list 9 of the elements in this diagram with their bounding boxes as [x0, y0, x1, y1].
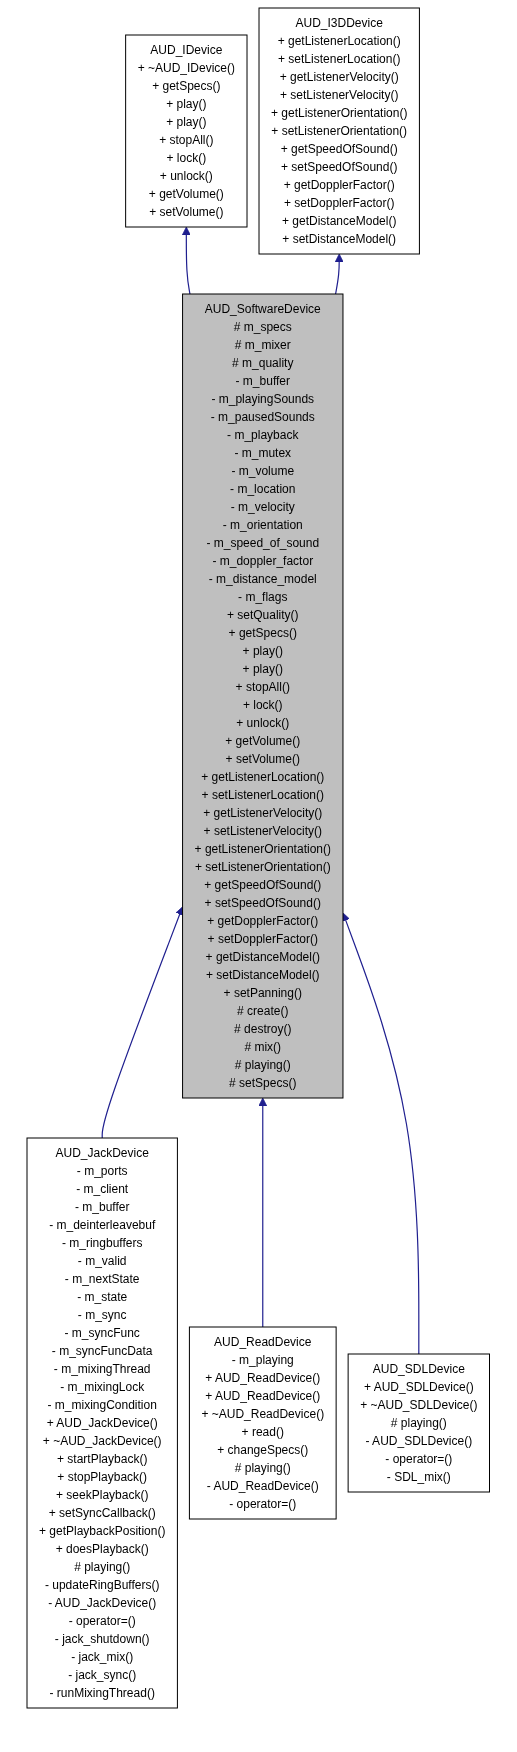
node-box: AUD_ReadDevice - m_playing + AUD_ReadDevice() + AUD_ReadDevice() + ~AUD_ReadDevice() + read() + changeSpecs() # playing() - AUD_ReadDevice() - operator=()	[189, 1326, 337, 1520]
node-box: AUD_IDevice + ~AUD_IDevice() + getSpecs() + play() + play() + stopAll() + lock() + unlock() + getVolume() + setVolume()	[125, 34, 248, 228]
arrow	[182, 226, 191, 295]
node-box: AUD_SDLDevice + AUD_SDLDevice() + ~AUD_SDLDevice() # playing() - AUD_SDLDevice() - operator=() - SDL_mix()	[347, 1353, 491, 1493]
node-box: AUD_I3DDevice + getListenerLocation() + setListenerLocation() + getListenerVelocity() + setListenerVelocity() + getListenerOrientation() + setListenerOrientation() + getSpeedOfSound() + setSpeedOfSound() + getDopplerFactor() + setDopplerFactor() + getDistanceModel() + setDistanceModel()	[258, 7, 421, 255]
arrow	[258, 1097, 268, 1328]
node-box: AUD_JackDevice - m_ports - m_client - m_buffer - m_deinterleavebuf - m_ringbuffers - m_valid - m_nextState - m_state - m_sync - m_syncFunc - m_syncFuncData - m_mixingThread - m_mixingLock - m_mixingCondition + AUD_JackDevice() + ~AUD_JackDevice() + startPlayback() + stopPlayback() + seekPlayback() + setSyncCallback() + getPlaybackPosition() + doesPlayback() # playing() - updateRingBuffers() - AUD_JackDevice() - operator=() - jack_shutdown() - jack_mix() - jack_sync() - runMixingThread()	[26, 1137, 179, 1709]
arrow	[335, 253, 344, 295]
node-box: AUD_SoftwareDevice # m_specs # m_mixer # m_quality - m_buffer - m_playingSounds - m_pausedSounds - m_playback - m_mutex - m_volume - m_location - m_velocity - m_orientation - m_speed_of_sound - m_doppler_factor - m_distance_model - m_flags + setQuality() + getSpecs() + play() + play() + stopAll() + lock() + unlock() + getVolume() + setVolume() + getListenerLocation() + setListenerLocation() + getListenerVelocity() + setListenerVelocity() + getListenerOrientation() + setListenerOrientation() + getSpeedOfSound() + setSpeedOfSound() + getDopplerFactor() + setDopplerFactor() + getDistanceModel() + setDistanceModel() + setPanning() # create() # destroy() # mix() # playing() # setSpecs()	[182, 293, 344, 1099]
